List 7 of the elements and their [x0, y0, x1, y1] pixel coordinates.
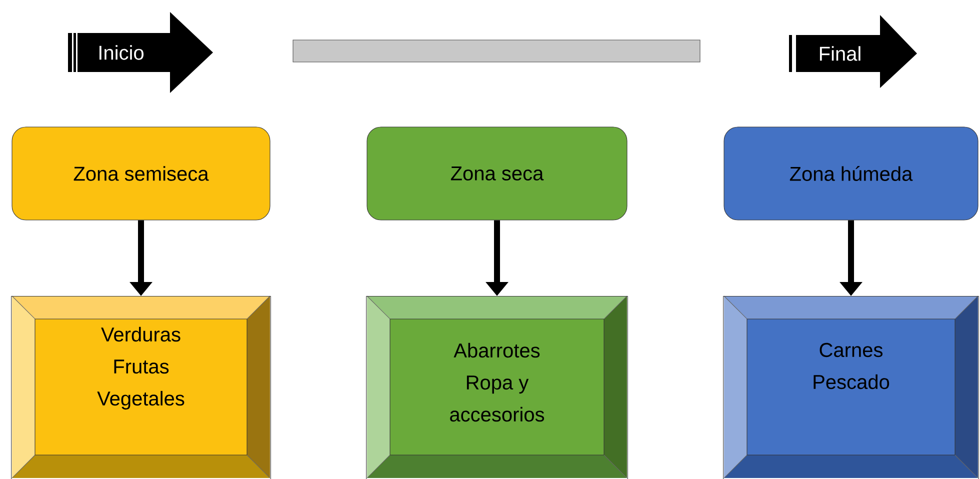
- progress-bar: [292, 40, 700, 62]
- bevel-box: Abarrotes Ropa y accesorios: [366, 296, 628, 479]
- bevel-box: Carnes Pescado: [723, 296, 979, 479]
- zone-box: Zona semiseca: [12, 126, 270, 220]
- zone-box: Zona húmeda: [724, 126, 978, 220]
- zone-box: Zona seca: [366, 126, 628, 220]
- bevel-box: Verduras Frutas Vegetales: [11, 296, 271, 479]
